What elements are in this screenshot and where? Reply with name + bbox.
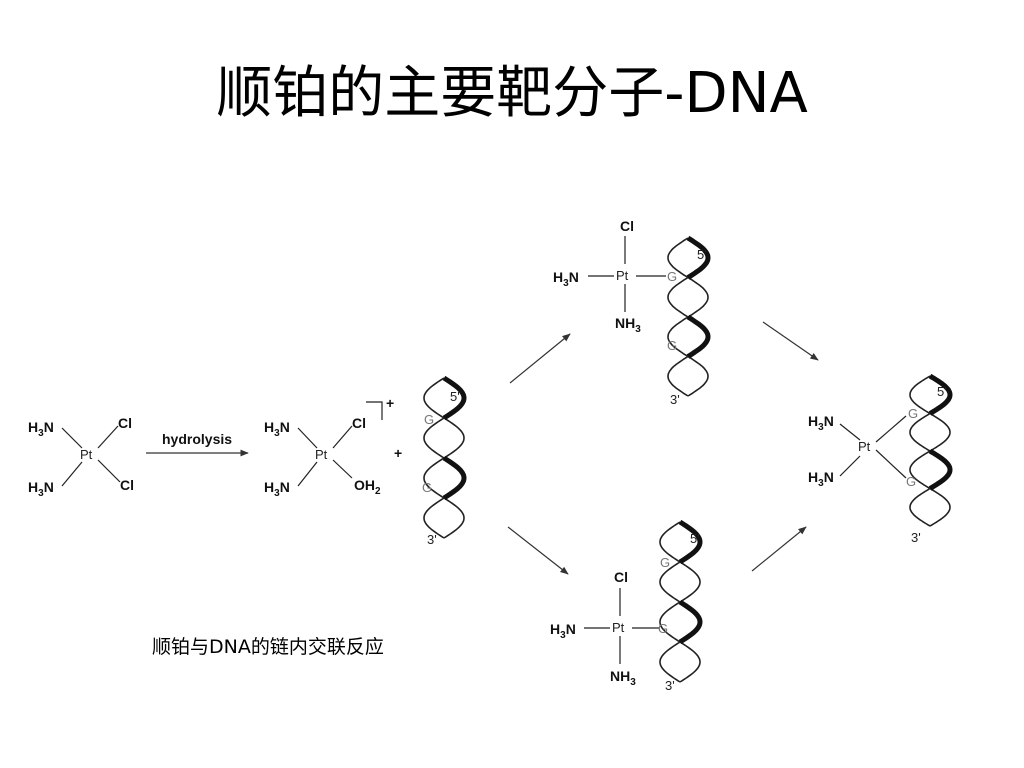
svg-text:Pt: Pt [612, 620, 625, 635]
svg-text:5': 5' [690, 531, 700, 546]
dna-helix-free [423, 375, 467, 539]
plus-sign: + [394, 445, 402, 461]
svg-text:Pt: Pt [858, 439, 871, 454]
svg-text:5': 5' [450, 389, 460, 404]
svg-text:H3N: H3N [553, 269, 579, 289]
dna-helix-top [667, 235, 711, 397]
svg-text:5': 5' [937, 384, 947, 399]
svg-text:3': 3' [665, 678, 675, 693]
svg-text:Pt: Pt [616, 268, 629, 283]
svg-text:Cl: Cl [118, 415, 132, 431]
dna-strand-thick-back [659, 641, 681, 683]
dna-strand-thick [928, 373, 953, 416]
svg-text:H3N: H3N [264, 479, 290, 499]
dna-strand-thick [686, 235, 711, 280]
dna-strand-thick-back [909, 487, 931, 527]
pt-atom: Pt [80, 447, 93, 462]
svg-text:G: G [667, 338, 677, 353]
svg-text:NH3: NH3 [610, 668, 636, 688]
hydrolysis-arrow: hydrolysis [146, 431, 249, 457]
svg-text:G: G [908, 406, 918, 421]
dna-strand-thick-back [423, 417, 445, 459]
svg-text:G: G [667, 269, 677, 284]
svg-text:H3N: H3N [550, 621, 576, 641]
svg-text:H3N: H3N [808, 469, 834, 489]
dna-strand-thick [442, 375, 467, 421]
svg-text:3': 3' [911, 530, 921, 545]
svg-text:5': 5' [697, 247, 707, 262]
charge-plus: + [386, 395, 394, 411]
dna-strand-thick-back [667, 355, 689, 397]
arrow-to-top [509, 333, 571, 384]
svg-text:H3N: H3N [808, 413, 834, 433]
dna-strand-thick [442, 455, 467, 501]
dna-strand-thick-back [667, 276, 689, 318]
slide-caption: 顺铂与DNA的链内交联反应 [152, 636, 384, 658]
svg-text:H3N: H3N [28, 479, 54, 499]
svg-text:OH2: OH2 [354, 477, 381, 497]
svg-text:Cl: Cl [620, 218, 634, 234]
cisplatin-molecule: H3N H3N Pt Cl Cl [28, 415, 134, 499]
svg-text:G: G [906, 474, 916, 489]
dna-strand-thick [678, 599, 703, 645]
dna-helix-bottom [659, 519, 703, 683]
dna-strand-thick-back [909, 412, 931, 452]
intrastrand-crosslink: H3N H3N Pt [808, 413, 907, 489]
dna-strand-thick [928, 448, 953, 491]
aquated-cisplatin: H3N H3N Pt Cl OH2 + [264, 395, 394, 499]
svg-text:Cl: Cl [120, 477, 134, 493]
svg-text:3': 3' [670, 392, 680, 407]
arrow-top-to-final [762, 321, 819, 361]
dna-strand-thick [686, 314, 711, 359]
svg-text:G: G [658, 621, 668, 636]
svg-text:Pt: Pt [315, 447, 328, 462]
svg-text:NH3: NH3 [615, 315, 641, 335]
dna-helix-crosslinked [909, 373, 953, 527]
arrow-bottom-to-final [751, 526, 807, 572]
arrow-to-bottom [507, 526, 569, 575]
svg-text:G: G [424, 412, 434, 427]
monoadduct-bottom: Cl H3N Pt NH3 [550, 569, 660, 688]
dna-strand-thick [678, 519, 703, 565]
dna-strand-thick-back [423, 497, 445, 539]
svg-text:H3N: H3N [28, 419, 54, 439]
dna-strand-thick-back [659, 561, 681, 603]
hydrolysis-label: hydrolysis [162, 431, 232, 447]
svg-text:H3N: H3N [264, 419, 290, 439]
svg-text:Cl: Cl [352, 415, 366, 431]
monoadduct-top: Cl H3N Pt NH3 [553, 218, 666, 335]
slide-title: 顺铂的主要靶分子-DNA [216, 61, 808, 126]
svg-text:Cl: Cl [614, 569, 628, 585]
svg-text:3': 3' [427, 532, 437, 547]
svg-text:G: G [422, 480, 432, 495]
svg-text:G: G [660, 555, 670, 570]
